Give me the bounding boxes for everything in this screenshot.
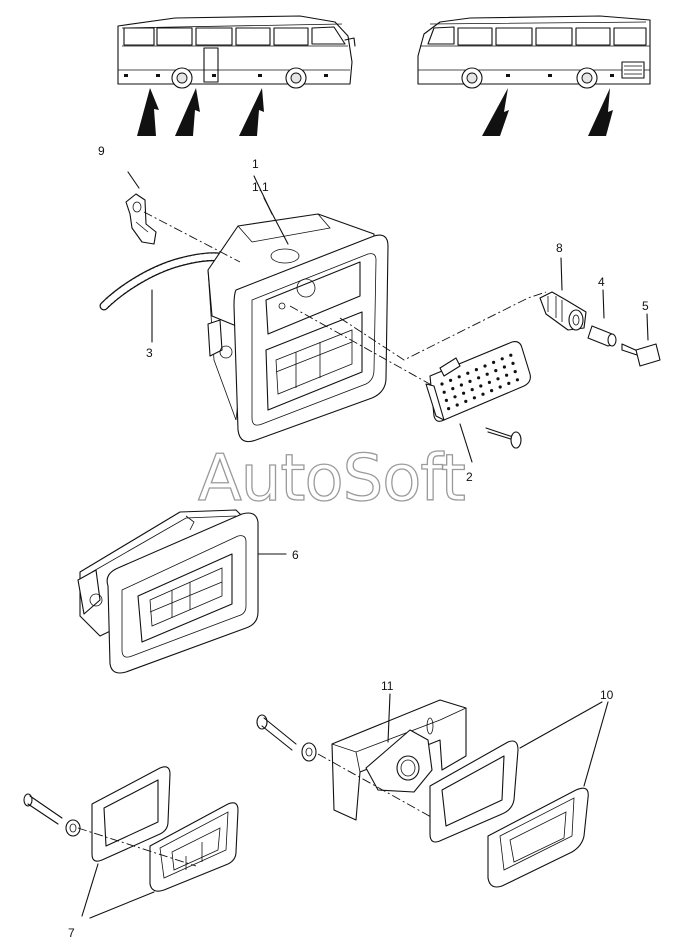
part-2-lock-plate <box>425 341 531 463</box>
plate-hole <box>507 381 511 385</box>
screw-part-2 <box>485 427 522 449</box>
plate-hole <box>451 387 455 391</box>
plate-hole <box>490 389 494 393</box>
callout-10: 10 <box>600 688 614 702</box>
plate-hole <box>513 370 517 374</box>
plate-hole <box>494 369 498 373</box>
part-10-gasket-and-pocket <box>429 701 609 888</box>
part-5-key <box>621 313 661 367</box>
plate-hole <box>466 371 470 375</box>
plate-hole <box>457 375 461 379</box>
plate-hole <box>462 391 466 395</box>
part-7-gasket-and-pocket <box>23 766 239 919</box>
plate-hole <box>474 368 478 372</box>
plate-hole <box>444 398 448 402</box>
callout-2: 2 <box>466 470 473 484</box>
plate-hole <box>479 384 483 388</box>
part-1-handle-housing <box>207 175 389 443</box>
callout-8: 8 <box>556 241 563 255</box>
plate-hole <box>496 377 500 381</box>
plate-hole <box>505 373 509 377</box>
bus-right-side-view <box>417 15 651 136</box>
plate-hole <box>511 361 515 365</box>
callout-5: 5 <box>642 299 649 313</box>
watermark: AutoSoft <box>198 442 465 516</box>
part-11-mounting-bracket <box>331 693 467 821</box>
plate-hole <box>468 379 472 383</box>
callout-11: 11 <box>381 679 394 693</box>
plate-hole <box>481 392 485 396</box>
assembly-line <box>77 827 197 867</box>
plate-hole <box>447 407 451 411</box>
plate-hole <box>502 365 506 369</box>
plate-hole <box>487 380 491 384</box>
callout-1: 1 <box>252 157 259 171</box>
plate-hole <box>453 395 457 399</box>
plate-hole <box>492 360 496 364</box>
bus-left-side-view <box>117 15 356 136</box>
assembly-line <box>143 211 241 263</box>
plate-hole <box>459 383 463 387</box>
callout-6: 6 <box>292 548 299 562</box>
plate-hole <box>449 378 453 382</box>
plate-hole <box>477 376 481 380</box>
callout-1-1: 1.1 <box>252 180 269 194</box>
plate-hole <box>442 390 446 394</box>
plate-hole <box>485 372 489 376</box>
part-6-housing <box>77 509 287 674</box>
plate-hole <box>470 388 474 392</box>
plate-hole <box>500 357 504 361</box>
callout-9: 9 <box>98 144 105 158</box>
screw-part-11 <box>256 714 317 762</box>
part-8-lock-cylinder <box>539 257 587 331</box>
callout-3: 3 <box>146 346 153 360</box>
plate-hole <box>483 364 487 368</box>
plate-hole <box>498 385 502 389</box>
plate-hole <box>440 382 444 386</box>
plate-hole <box>464 399 468 403</box>
callout-4: 4 <box>598 275 605 289</box>
plate-hole <box>455 403 459 407</box>
part-9-clip-bracket <box>125 171 157 245</box>
assembly-line <box>317 753 459 833</box>
plate-hole <box>509 353 513 357</box>
plate-hole <box>515 378 520 382</box>
plate-hole <box>472 396 476 400</box>
plate-holes <box>440 353 520 411</box>
assembly-line <box>339 291 547 361</box>
part-4-pin <box>587 289 617 347</box>
assembly-line <box>289 305 445 393</box>
callout-7: 7 <box>68 926 75 940</box>
